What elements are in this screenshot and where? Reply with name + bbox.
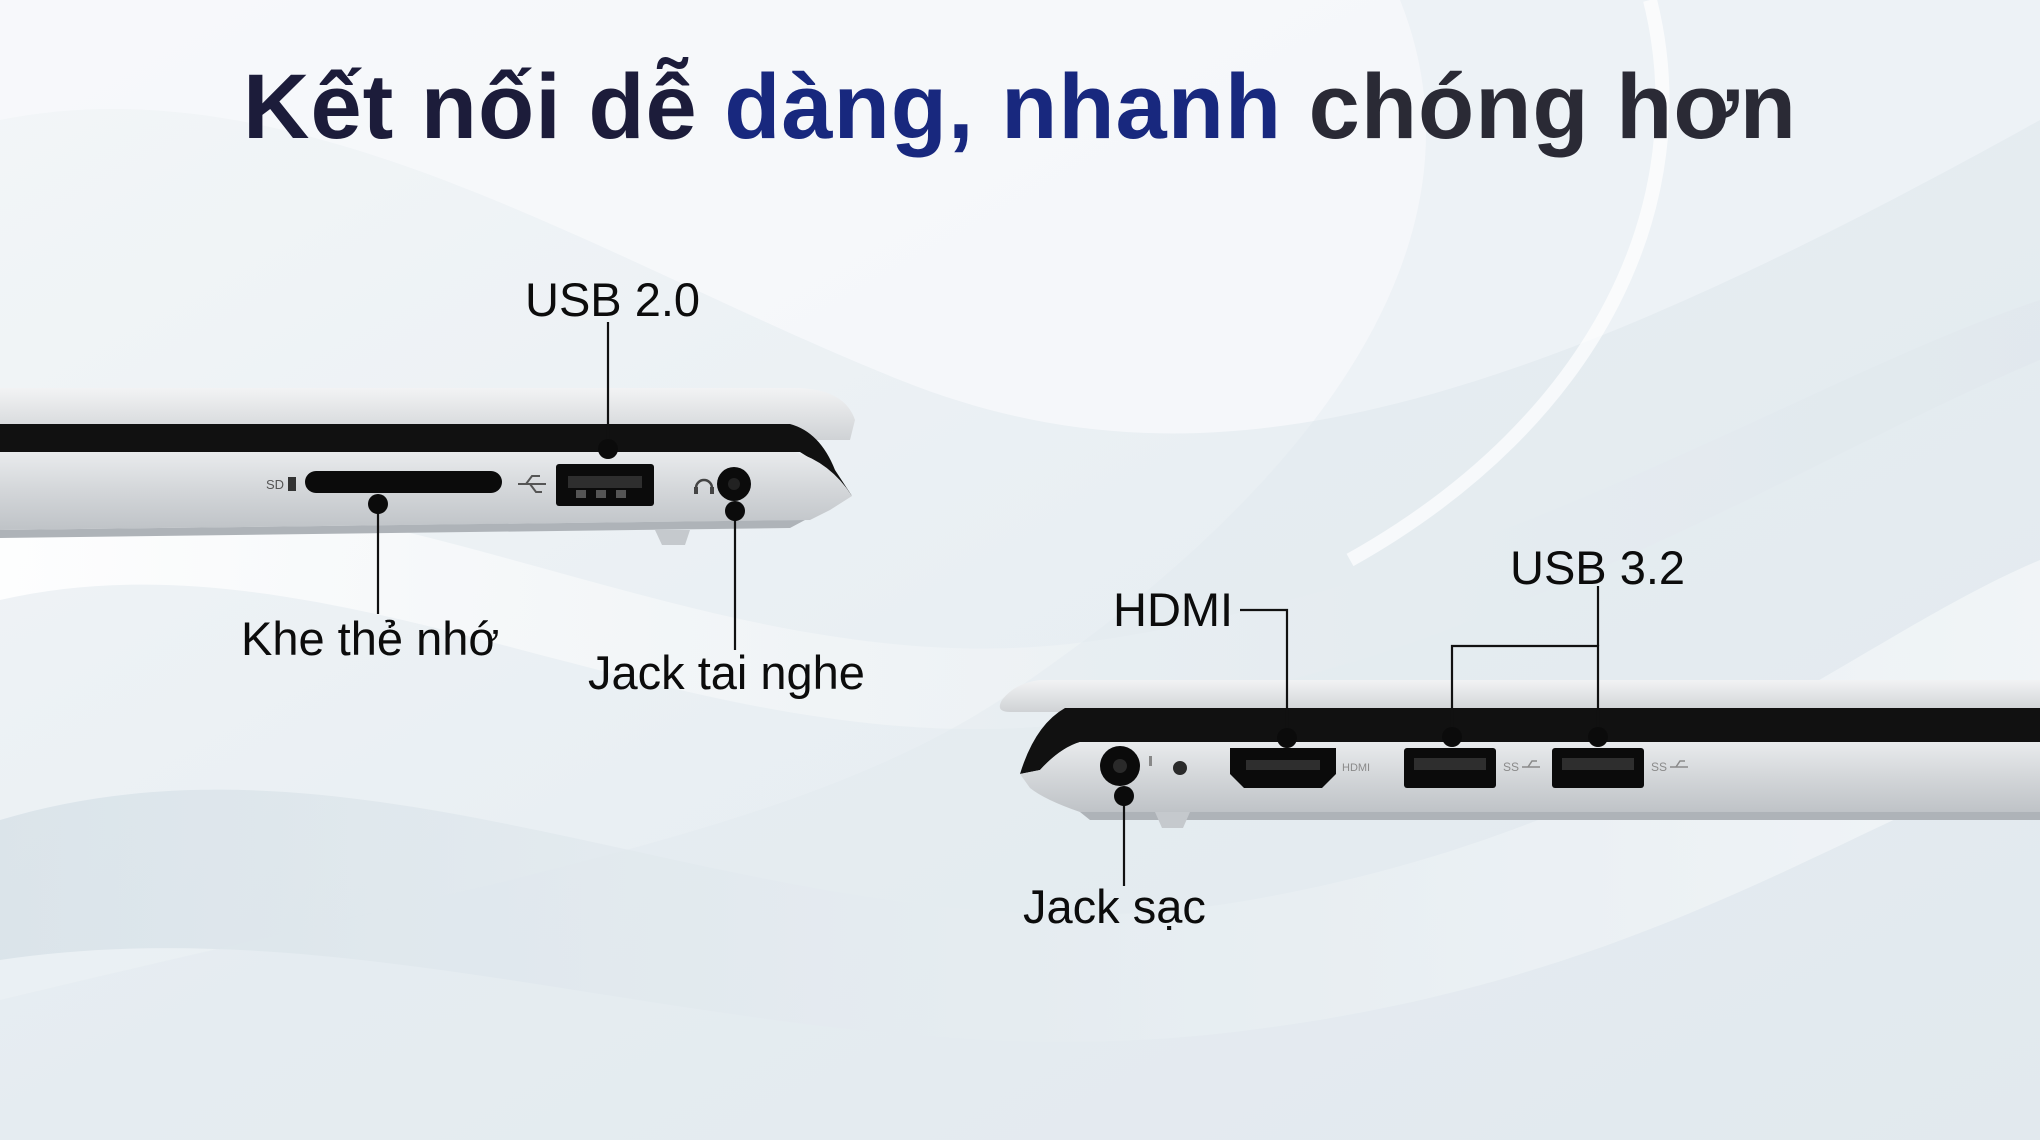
laptop-left-side: SD: [0, 388, 855, 545]
callout-dot-usb32-2: [1588, 727, 1608, 747]
title-part-3: chóng hơn: [1282, 56, 1797, 158]
ss-marking-1: SS: [1503, 760, 1519, 774]
title-part-1: Kết nối dễ: [243, 56, 725, 158]
page-title: Kết nối dễ dàng, nhanh chóng hơn: [0, 52, 2040, 162]
callout-dot-hdmi: [1277, 728, 1297, 748]
label-charge-jack: Jack sạc: [1023, 880, 1206, 933]
callout-lines: [376, 322, 1600, 886]
usb-symbol-icon: [518, 475, 546, 493]
label-usb-2-0: USB 2.0: [525, 273, 701, 326]
label-headphone-jack: Jack tai nghe: [588, 646, 865, 699]
usb-symbol-icon: [1670, 760, 1688, 768]
hdmi-marking: HDMI: [1342, 762, 1370, 774]
callout-dot-headphone: [725, 501, 745, 521]
callout-dot-card-slot: [368, 494, 388, 514]
laptop-right-side: HDMI SS SS: [999, 680, 2040, 828]
label-card-slot: Khe thẻ nhớ: [241, 612, 500, 665]
callout-dot-charge: [1114, 786, 1134, 806]
title-part-2: dàng, nhanh: [724, 56, 1283, 158]
sd-marking: SD: [266, 477, 284, 492]
label-hdmi: HDMI: [1113, 583, 1234, 636]
callout-dot-usb32-1: [1442, 727, 1462, 747]
sd-marking-icon: [288, 477, 296, 491]
callout-dots: [368, 439, 1608, 806]
sd-card-slot: [305, 471, 502, 493]
headphone-icon: [694, 478, 714, 489]
ss-marking-2: SS: [1651, 760, 1667, 774]
usb-symbol-icon: [1522, 760, 1540, 768]
callout-dot-usb20: [598, 439, 618, 459]
status-led: [1173, 761, 1187, 775]
label-usb-3-2: USB 3.2: [1510, 541, 1686, 594]
